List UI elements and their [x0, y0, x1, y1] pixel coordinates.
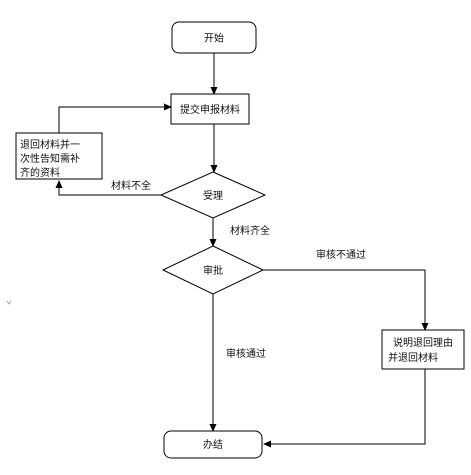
submit-materials-node	[170, 93, 250, 125]
edge-approve-to-reason	[263, 269, 429, 331]
edge-label-passed: 审核通过	[226, 347, 266, 360]
approve-decision-label: 审批	[203, 264, 223, 277]
finish-node-label: 办结	[203, 438, 223, 451]
return-reason-line-2: 并退回材料	[388, 351, 438, 364]
edge-label-complete: 材料齐全	[230, 224, 270, 237]
edge-label-incomplete: 材料不全	[111, 179, 151, 192]
return-notify-line-3: 齐的资料	[20, 166, 60, 179]
start-node-label: 开始	[204, 32, 224, 45]
return-notify-node	[15, 132, 103, 180]
return-reason-node	[381, 329, 465, 370]
submit-materials-label: 提交申报材料	[180, 103, 240, 116]
accept-decision-label: 受理	[203, 190, 223, 202]
edge-accept-to-notify	[55, 180, 161, 196]
edge-notify-to-submit	[58, 103, 172, 133]
return-reason-line-1: 说明退回理由	[393, 336, 453, 349]
return-notify-line-2: 次性告知需补	[20, 152, 80, 165]
stray-mark	[6, 300, 12, 305]
finish-node	[163, 430, 263, 459]
edge-label-rejected: 审核不通过	[316, 248, 366, 261]
return-notify-line-1: 退回材料并一	[20, 138, 80, 151]
edge-reason-to-finish	[263, 369, 426, 448]
